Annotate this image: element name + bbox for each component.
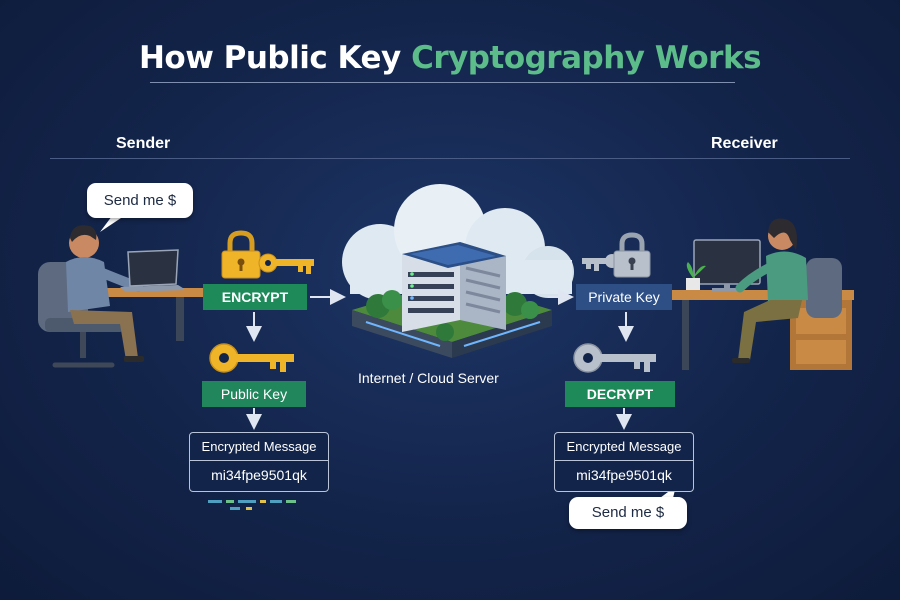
section-divider xyxy=(50,158,850,159)
sender-heading: Sender xyxy=(116,135,171,152)
sender-speech-bubble: Send me $ xyxy=(87,183,193,218)
page-title: How Public Key Cryptography Works xyxy=(0,40,900,76)
cloud-server-icon xyxy=(342,184,574,358)
sender-person-illustration xyxy=(38,225,208,368)
receiver-encrypted-message: Encrypted Message mi34fpe9501qk xyxy=(554,432,694,492)
data-bits-decoration xyxy=(208,500,296,510)
receiver-message-header: Encrypted Message xyxy=(555,433,693,461)
title-part1: How Public Key xyxy=(138,40,401,76)
receiver-heading: Receiver xyxy=(711,135,778,152)
laptop-icon xyxy=(120,249,186,292)
server-caption: Internet / Cloud Server xyxy=(358,370,499,386)
receiver-person-illustration xyxy=(672,218,854,370)
gold-key-icon-top xyxy=(258,253,314,274)
sender-message-cipher: mi34fpe9501qk xyxy=(211,467,307,483)
silver-key-icon-top xyxy=(582,254,619,271)
title-part2: Cryptography Works xyxy=(411,40,762,76)
title-underline xyxy=(150,82,735,83)
gold-key-icon xyxy=(209,343,294,373)
sender-message-header: Encrypted Message xyxy=(190,433,328,461)
private-key-label: Private Key xyxy=(576,284,672,310)
encrypt-label: ENCRYPT xyxy=(203,284,307,310)
receiver-speech-bubble: Send me $ xyxy=(569,497,687,529)
silver-padlock-icon xyxy=(613,232,651,278)
sender-encrypted-message: Encrypted Message mi34fpe9501qk xyxy=(189,432,329,492)
public-key-label: Public Key xyxy=(202,381,306,407)
decrypt-label: DECRYPT xyxy=(565,381,675,407)
plant-icon xyxy=(686,262,706,290)
receiver-message-cipher: mi34fpe9501qk xyxy=(576,467,672,483)
monitor-icon xyxy=(693,239,761,291)
gold-padlock-icon xyxy=(221,230,261,279)
silver-key-icon xyxy=(573,343,656,373)
